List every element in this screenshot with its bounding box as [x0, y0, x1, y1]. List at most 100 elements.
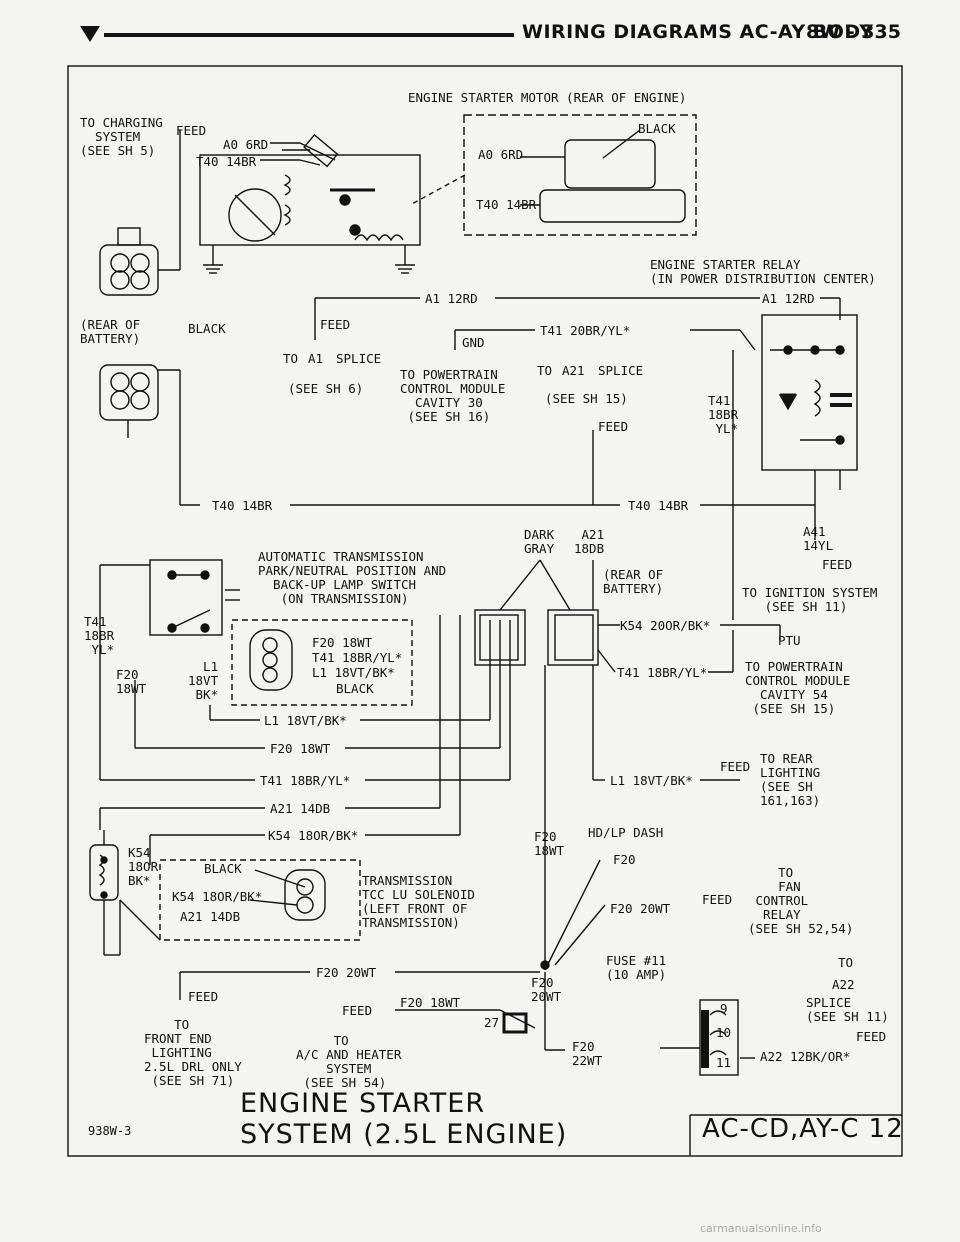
- feed-top-label: FEED: [176, 123, 207, 138]
- triangle-marker-icon: [80, 26, 100, 42]
- a21-14db-label: A21 14DB: [270, 801, 331, 816]
- header-page-number: 8W - 335: [806, 21, 901, 43]
- a21-14db-solenoid-label: A21 14DB: [180, 909, 241, 924]
- l1-18vt-conn-label: L1 18VT/BK*: [312, 665, 395, 680]
- to-ac-label: TO A/C AND HEATER SYSTEM (SEE SH 54): [296, 1033, 402, 1090]
- switch-connector-body: [249, 629, 293, 691]
- page-header: WIRING DIAGRAMS AC-AY BODY 8W - 335: [0, 0, 960, 70]
- starter-relay-box: [761, 314, 858, 471]
- f20-18wt-ac-label: F20 18WT: [400, 995, 461, 1010]
- starter-solenoid-body: [539, 189, 686, 223]
- solenoid-connector-body: [284, 869, 326, 921]
- feed-a21-label: FEED: [598, 419, 629, 434]
- dark-gray-label: DARK GRAY: [524, 527, 555, 556]
- rear-of-battery-label: (REAR OF BATTERY): [80, 317, 141, 346]
- starter-motor-body: [564, 139, 656, 189]
- feed-rear-label: FEED: [720, 759, 751, 774]
- t41-18br-conn-label: T41 18BR/YL*: [312, 650, 403, 665]
- rear-battery-2-label: (REAR OF BATTERY): [603, 567, 664, 596]
- t41-20br-label: T41 20BR/YL*: [540, 323, 631, 338]
- black-motor-label: BLACK: [638, 121, 676, 136]
- f20-20wt-vert-label: F20 20WT: [531, 975, 562, 1004]
- f20-18wt-row-label: F20 18WT: [270, 741, 331, 756]
- fuse-9-label: 9: [720, 1001, 728, 1016]
- l1-18vt-row-label: L1 18VT/BK*: [264, 713, 347, 728]
- gnd-label: GND: [462, 335, 485, 350]
- to-pcm-30-label: TO POWERTRAIN CONTROL MODULE CAVITY 30 (…: [400, 367, 506, 424]
- switch-connector-outline: [231, 619, 413, 706]
- diagram-title: ENGINE STARTER SYSTEM (2.5L ENGINE): [240, 1088, 568, 1150]
- solenoid-schematic: [199, 154, 421, 246]
- f20-18wt-vert-label: F20 18WT: [534, 829, 565, 858]
- black-conn-label: BLACK: [336, 681, 374, 696]
- splice-a1-label: SPLICE: [336, 351, 382, 366]
- f20-20wt-row-label: F20 20WT: [316, 965, 377, 980]
- to-a1-label: TO: [283, 351, 299, 366]
- splice-a22-label: SPLICE (SEE SH 11): [806, 995, 889, 1024]
- battery-connector-bottom: [99, 364, 159, 421]
- fuse-10-label: 10: [716, 1025, 732, 1040]
- t41-18br-mid-label: T41 18BR/YL*: [617, 665, 708, 680]
- coil-symbol: [354, 234, 404, 242]
- to-front-lighting-label: TO FRONT END LIGHTING 2.5L DRL ONLY (SEE…: [144, 1017, 242, 1088]
- leader-dashed: [409, 174, 466, 206]
- fuse-11-pos-label: 11: [716, 1055, 732, 1070]
- a1-12rd-right-label: A1 12RD: [762, 291, 815, 306]
- see-sh15-a-label: (SEE SH 15): [545, 391, 628, 406]
- figure-code: 938W-3: [88, 1124, 132, 1138]
- to-charging-label: TO CHARGING SYSTEM (SEE SH 5): [80, 115, 163, 158]
- tcc-solenoid-label: TRANSMISSION TCC LU SOLENOID (LEFT FRONT…: [362, 873, 475, 930]
- to-rear-lighting-label: TO REAR LIGHTING (SEE SH 161,163): [760, 751, 821, 808]
- battery-connector-top: [99, 244, 159, 296]
- a0-6rd-left-label: A0 6RD: [223, 137, 269, 152]
- ptu-label: PTU: [778, 633, 801, 648]
- to-ignition-label: TO IGNITION SYSTEM (SEE SH 11): [742, 585, 878, 614]
- header-title: WIRING DIAGRAMS AC-AY BODY: [522, 21, 874, 43]
- k54-20or-label: K54 20OR/BK*: [620, 618, 711, 633]
- a41-14yl-label: A41 14YL: [803, 524, 834, 553]
- feed-a22-label: FEED: [856, 1029, 887, 1044]
- feed-ac-label: FEED: [342, 1003, 373, 1018]
- hd-lp-dash-label: HD/LP DASH: [588, 825, 664, 840]
- starter-motor-label: ENGINE STARTER MOTOR (REAR OF ENGINE): [408, 90, 687, 105]
- t40-14br-motor-label: T40 14BR: [476, 197, 537, 212]
- t40-14br-bottom-right-label: T40 14BR: [628, 498, 689, 513]
- k54-18or-label: K54 18OR/BK*: [268, 828, 359, 843]
- a21-diamond-label: A21: [562, 363, 585, 378]
- f20-22wt-label: F20 22WT: [572, 1039, 603, 1068]
- num-27-label: 27: [484, 1015, 500, 1030]
- relay-title-label: ENGINE STARTER RELAY (IN POWER DISTRIBUT…: [650, 257, 876, 286]
- f20-diamond-label: F20: [613, 852, 636, 867]
- motor-black-wire: [602, 129, 641, 159]
- t41-18br-row-label: T41 18BR/YL*: [260, 773, 351, 788]
- park-neutral-switch: [149, 559, 223, 636]
- t41-18br-relay-label: T41 18BR YL*: [708, 393, 739, 436]
- k54-18or-left-label: K54 18OR BK*: [128, 845, 159, 888]
- t41-18br-left-label: T41 18BR YL*: [84, 614, 115, 657]
- f20-18wt-left-label: F20 18WT: [116, 667, 147, 696]
- wire-braid: [303, 133, 339, 168]
- to-pcm-54-label: TO POWERTRAIN CONTROL MODULE CAVITY 54 (…: [745, 659, 851, 716]
- black-battery-label: BLACK: [188, 321, 226, 336]
- t40-14br-left-label: T40 14BR: [196, 154, 257, 169]
- to-a21-label: TO: [537, 363, 553, 378]
- feed-fan-label: FEED: [702, 892, 733, 907]
- motor-symbol: [228, 188, 282, 242]
- watermark: carmanualsonline.info: [700, 1222, 822, 1235]
- to-a22-label: TO: [838, 955, 854, 970]
- fuse-11-label: FUSE #11 (10 AMP): [606, 953, 667, 982]
- black-solenoid-label: BLACK: [204, 861, 242, 876]
- diagram-frame: [67, 65, 903, 1157]
- l1-18vt-right-label: L1 18VT/BK*: [610, 773, 693, 788]
- l1-18vt-left-label: L1 18VT BK*: [188, 659, 219, 702]
- solenoid-connector-outline: [159, 859, 361, 941]
- feed-a41-label: FEED: [822, 557, 853, 572]
- fuse-block: [699, 999, 739, 1076]
- connector-27-icon: [502, 1012, 528, 1034]
- f20-18wt-conn-label: F20 18WT: [312, 635, 373, 650]
- see-sh6-label: (SEE SH 6): [288, 381, 364, 396]
- t40-14br-bottom-left-label: T40 14BR: [212, 498, 273, 513]
- k54-18or-solenoid-label: K54 18OR/BK*: [172, 889, 263, 904]
- harness-connector-right: [547, 609, 599, 666]
